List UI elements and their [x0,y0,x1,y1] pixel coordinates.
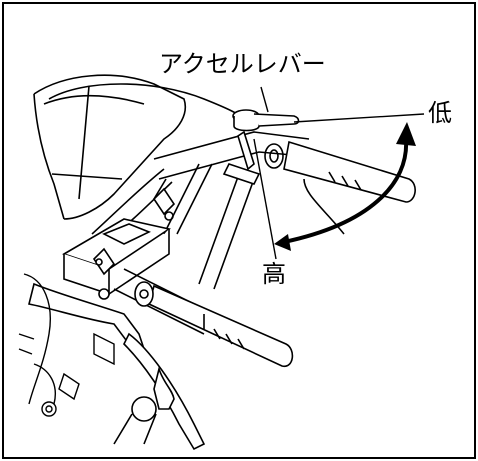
direction-arrow [283,138,409,244]
lower-lever [28,247,206,451]
engine-shroud [33,74,186,220]
low-leader-line [293,113,425,123]
bracket-plate [62,218,172,296]
right-grip [264,140,416,235]
accel-lever [232,109,300,171]
engine-parts [18,273,115,417]
lever-leader-line [260,86,269,113]
high-label: 高 [262,260,286,288]
handlebar-illustration [18,74,425,451]
arrow-head-low [396,122,416,146]
low-label: 低 [428,99,452,127]
lower-handlebar [113,268,294,367]
accel-lever-label: アクセルレバー [159,50,326,78]
frame-tubes [152,163,261,290]
throttle-cable [48,83,245,120]
arrow-head-high [274,234,291,251]
high-leader-line [253,138,277,260]
